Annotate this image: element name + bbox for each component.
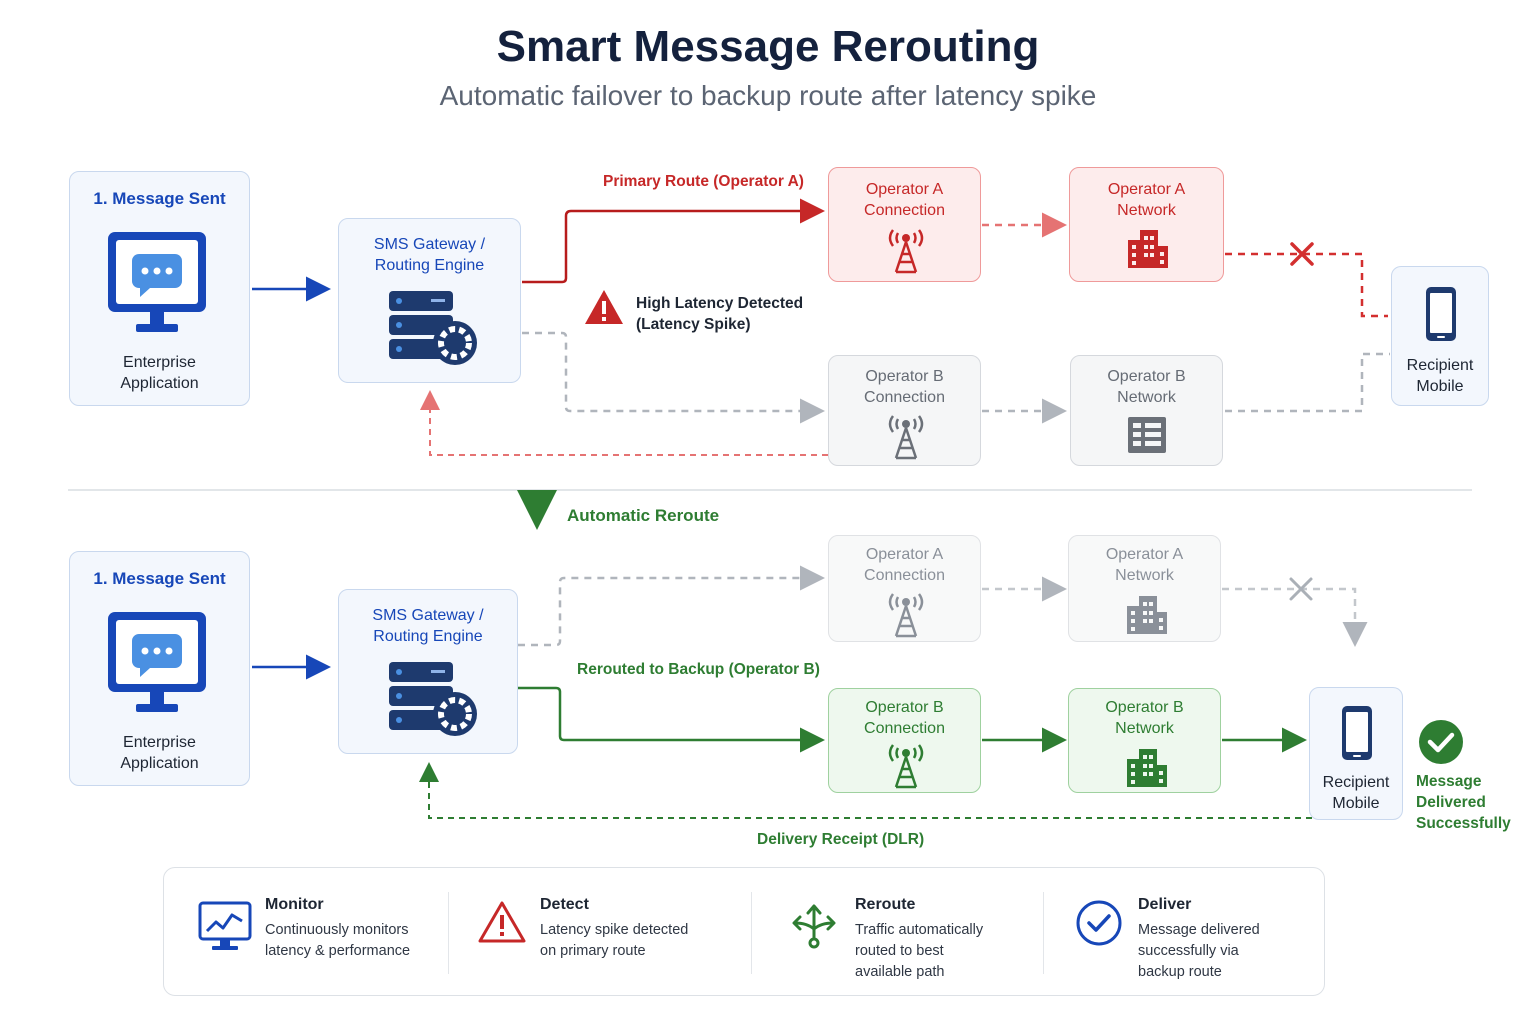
feedback-line-top bbox=[420, 390, 828, 456]
operator-a-network-node-bottom: Operator A Network bbox=[1068, 535, 1221, 642]
cell-tower-icon bbox=[888, 415, 924, 460]
step-label: 1. Message Sent bbox=[93, 189, 226, 208]
operator-a-connection-node-bottom: Operator A Connection bbox=[828, 535, 981, 642]
operator-a-connection-node-top: Operator A Connection bbox=[828, 167, 981, 282]
recipient-mobile-node-top: Recipient Mobile bbox=[1391, 266, 1489, 406]
automatic-reroute-label: Automatic Reroute bbox=[567, 506, 720, 525]
primary-route-line bbox=[522, 198, 825, 284]
backup-route-line-bottom bbox=[518, 686, 825, 753]
failed-link-opa-to-recipient bbox=[1225, 252, 1388, 318]
legend-divider bbox=[448, 892, 449, 974]
mobile-phone-icon bbox=[1342, 706, 1372, 760]
page-title: Smart Message Rerouting bbox=[496, 22, 1040, 71]
node-label: Operator B Connection bbox=[864, 368, 945, 406]
legend-divider bbox=[751, 892, 752, 974]
node-label: SMS Gateway / Routing Engine bbox=[373, 236, 486, 274]
node-label: Enterprise Application bbox=[120, 354, 199, 392]
node-label: Operator A Connection bbox=[864, 546, 945, 584]
enterprise-app-node-top: 1. Message Sent Enterprise Application bbox=[69, 171, 250, 406]
operator-b-connection-node-bottom: Operator B Connection bbox=[828, 688, 981, 793]
legend-text: Latency spike detected on primary route bbox=[540, 922, 689, 959]
node-label: SMS Gateway / Routing Engine bbox=[372, 607, 484, 645]
node-label: Operator B Network bbox=[1107, 368, 1186, 406]
node-label: Enterprise Application bbox=[120, 734, 199, 772]
legend-text: Message delivered successfully via backu… bbox=[1138, 922, 1260, 980]
node-label: Operator B Connection bbox=[864, 699, 945, 737]
check-circle-icon bbox=[1419, 720, 1463, 764]
legend-title: Reroute bbox=[855, 896, 916, 913]
operator-a-network-node-top: Operator A Network bbox=[1069, 167, 1224, 282]
disabled-route-line-bottom bbox=[518, 565, 825, 647]
node-label: Recipient Mobile bbox=[1322, 774, 1390, 812]
cell-tower-icon bbox=[888, 744, 924, 789]
desktop-chat-icon bbox=[108, 612, 206, 712]
node-label: Operator A Network bbox=[1107, 181, 1186, 219]
legend-title: Deliver bbox=[1138, 896, 1192, 913]
step-label: 1. Message Sent bbox=[93, 569, 226, 588]
message-delivered-label: Message Delivered Successfully bbox=[1416, 773, 1511, 832]
building-icon bbox=[1127, 596, 1167, 634]
delivery-receipt-line bbox=[419, 762, 1312, 819]
enterprise-app-node-bottom: 1. Message Sent Enterprise Application bbox=[69, 551, 250, 786]
node-label: Operator A Network bbox=[1105, 546, 1184, 584]
rerouted-backup-label: Rerouted to Backup (Operator B) bbox=[577, 661, 820, 678]
check-circle-icon bbox=[1076, 900, 1122, 946]
operator-b-connection-node-top: Operator B Connection bbox=[828, 355, 981, 466]
legend-divider bbox=[1043, 892, 1044, 974]
monitor-chart-icon bbox=[198, 901, 252, 950]
server-gear-icon bbox=[389, 662, 477, 736]
high-latency-alert-label: High Latency Detected (Latency Spike) bbox=[636, 295, 804, 333]
legend-text: Continuously monitors latency & performa… bbox=[265, 922, 411, 959]
primary-route-label: Primary Route (Operator A) bbox=[603, 173, 804, 190]
operator-b-network-node-top: Operator B Network bbox=[1070, 355, 1223, 466]
recipient-mobile-node-bottom: Recipient Mobile bbox=[1309, 687, 1403, 820]
link-opb-to-recipient-top bbox=[1225, 352, 1390, 413]
node-label: Operator B Network bbox=[1105, 699, 1184, 737]
building-icon bbox=[1128, 230, 1168, 268]
backup-route-line-top bbox=[522, 331, 825, 424]
split-arrows-icon bbox=[792, 904, 836, 949]
sms-gateway-node-bottom: SMS Gateway / Routing Engine bbox=[338, 589, 518, 754]
desktop-chat-icon bbox=[108, 232, 206, 332]
cell-tower-icon bbox=[888, 593, 924, 638]
building-icon bbox=[1128, 417, 1166, 453]
warning-triangle-icon bbox=[478, 901, 526, 943]
legend-text: Traffic automatically routed to best ava… bbox=[855, 922, 984, 980]
disabled-x-icon bbox=[1289, 577, 1313, 601]
cell-tower-icon bbox=[888, 229, 924, 274]
warning-triangle-icon bbox=[585, 290, 623, 324]
node-label: Recipient Mobile bbox=[1406, 357, 1474, 395]
page-subtitle: Automatic failover to backup route after… bbox=[439, 80, 1097, 111]
failure-x-icon bbox=[1290, 242, 1314, 266]
disabled-link-opa-to-recipient-bottom bbox=[1222, 587, 1368, 647]
sms-gateway-node-top: SMS Gateway / Routing Engine bbox=[338, 218, 521, 383]
node-label: Operator A Connection bbox=[864, 181, 945, 219]
mobile-phone-icon bbox=[1426, 287, 1456, 341]
operator-b-network-node-bottom: Operator B Network bbox=[1068, 688, 1221, 793]
building-icon bbox=[1127, 749, 1167, 787]
legend-title: Detect bbox=[540, 896, 589, 913]
server-gear-icon bbox=[389, 291, 477, 365]
legend-title: Monitor bbox=[265, 896, 324, 913]
delivery-receipt-label: Delivery Receipt (DLR) bbox=[757, 831, 925, 848]
legend-panel bbox=[163, 867, 1325, 996]
